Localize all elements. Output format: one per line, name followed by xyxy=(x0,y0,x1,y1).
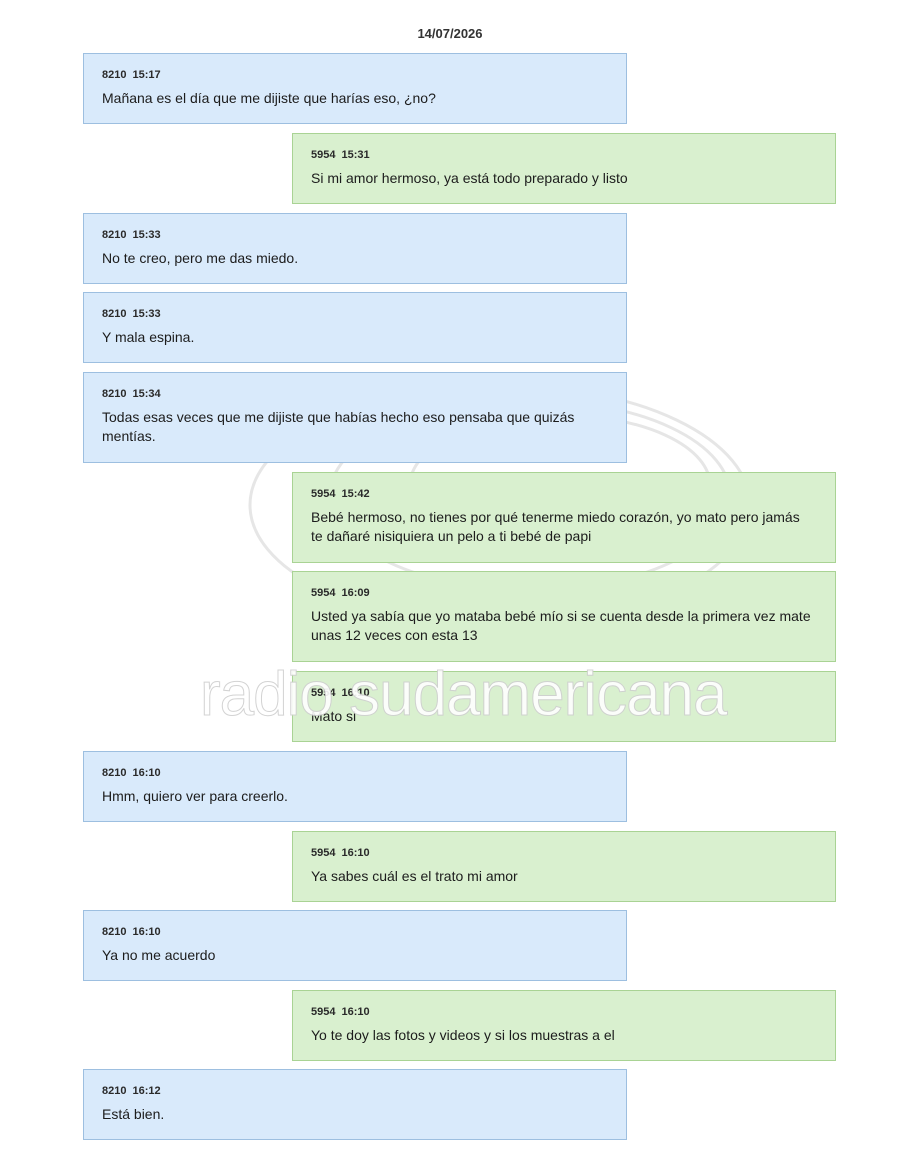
message-sender: 8210 xyxy=(102,308,127,320)
message-time: 16:10 xyxy=(341,1006,370,1018)
message-text: No te creo, pero me das miedo. xyxy=(102,250,299,266)
message-text: Bebé hermoso, no tienes por qué tenerme … xyxy=(311,509,800,544)
message-text: Usted ya sabía que yo mataba bebé mío si… xyxy=(311,608,811,643)
message-meta: 8210 15:33 xyxy=(102,228,608,242)
message-text: Yo te doy las fotos y videos y si los mu… xyxy=(311,1027,615,1043)
message-text: Hmm, quiero ver para creerlo. xyxy=(102,788,288,804)
message-time: 16:12 xyxy=(132,1085,161,1097)
message-bubble-outgoing: 5954 16:09 Usted ya sabía que yo mataba b… xyxy=(292,571,836,662)
message-time: 15:42 xyxy=(341,488,370,500)
message-text: Ya sabes cuál es el trato mi amor xyxy=(311,868,518,884)
message-text: Mañana es el día que me dijiste que harí… xyxy=(102,90,436,106)
message-time: 16:10 xyxy=(132,767,161,779)
message-sender: 8210 xyxy=(102,926,127,938)
message-time: 15:31 xyxy=(341,149,370,161)
message-meta: 8210 15:34 xyxy=(102,387,608,401)
message-sender: 8210 xyxy=(102,767,127,779)
conversation-date: 14/07/2026 xyxy=(417,26,483,41)
message-bubble-incoming: 8210 15:33 No te creo, pero me das miedo. xyxy=(83,213,627,284)
message-sender: 8210 xyxy=(102,229,127,241)
message-time: 16:10 xyxy=(341,687,370,699)
message-time: 15:17 xyxy=(132,69,161,81)
message-text: Y mala espina. xyxy=(102,329,195,345)
message-text: Está bien. xyxy=(102,1106,165,1122)
message-sender: 5954 xyxy=(311,1006,336,1018)
message-text: Todas esas veces que me dijiste que habí… xyxy=(102,409,575,444)
message-bubble-incoming: 8210 15:34 Todas esas veces que me dijist… xyxy=(83,372,627,463)
message-bubble-outgoing: 5954 16:10 Yo te doy las fotos y videos y… xyxy=(292,990,836,1061)
message-bubble-incoming: 8210 16:10 Hmm, quiero ver para creerlo. xyxy=(83,751,627,822)
message-meta: 8210 15:33 xyxy=(102,307,608,321)
message-bubble-incoming: 8210 15:17 Mañana es el día que me dijist… xyxy=(83,53,627,124)
message-bubble-incoming: 8210 16:10 Ya no me acuerdo xyxy=(83,910,627,981)
message-bubble-incoming: 8210 15:33 Y mala espina. xyxy=(83,292,627,363)
message-text: Mato si xyxy=(311,708,357,724)
message-time: 15:33 xyxy=(132,229,161,241)
message-meta: 5954 16:10 xyxy=(311,846,817,860)
message-bubble-outgoing: 5954 15:42 Bebé hermoso, no tienes por qu… xyxy=(292,472,836,563)
message-sender: 8210 xyxy=(102,69,127,81)
message-meta: 5954 16:09 xyxy=(311,586,817,600)
message-bubble-outgoing: 5954 15:31 Si mi amor hermoso, ya está to… xyxy=(292,133,836,204)
message-text: Si mi amor hermoso, ya está todo prepara… xyxy=(311,170,628,186)
message-meta: 5954 15:31 xyxy=(311,148,817,162)
message-text: Ya no me acuerdo xyxy=(102,947,216,963)
message-meta: 5954 15:42 xyxy=(311,487,817,501)
message-time: 16:10 xyxy=(132,926,161,938)
message-sender: 8210 xyxy=(102,1085,127,1097)
message-meta: 8210 16:10 xyxy=(102,766,608,780)
message-sender: 5954 xyxy=(311,149,336,161)
message-meta: 8210 15:17 xyxy=(102,68,608,82)
message-time: 16:10 xyxy=(341,847,370,859)
message-sender: 5954 xyxy=(311,488,336,500)
message-time: 15:34 xyxy=(132,388,161,400)
message-meta: 5954 16:10 xyxy=(311,1005,817,1019)
message-bubble-incoming: 8210 16:12 Está bien. xyxy=(83,1069,627,1140)
message-sender: 5954 xyxy=(311,847,336,859)
message-bubble-outgoing: 5954 16:10 Ya sabes cuál es el trato mi a… xyxy=(292,831,836,902)
message-time: 16:09 xyxy=(341,587,370,599)
message-meta: 5954 16:10 xyxy=(311,686,817,700)
message-sender: 5954 xyxy=(311,687,336,699)
message-meta: 8210 16:12 xyxy=(102,1084,608,1098)
message-meta: 8210 16:10 xyxy=(102,925,608,939)
message-sender: 5954 xyxy=(311,587,336,599)
message-sender: 8210 xyxy=(102,388,127,400)
message-bubble-outgoing: 5954 16:10 Mato si xyxy=(292,671,836,742)
message-time: 15:33 xyxy=(132,308,161,320)
